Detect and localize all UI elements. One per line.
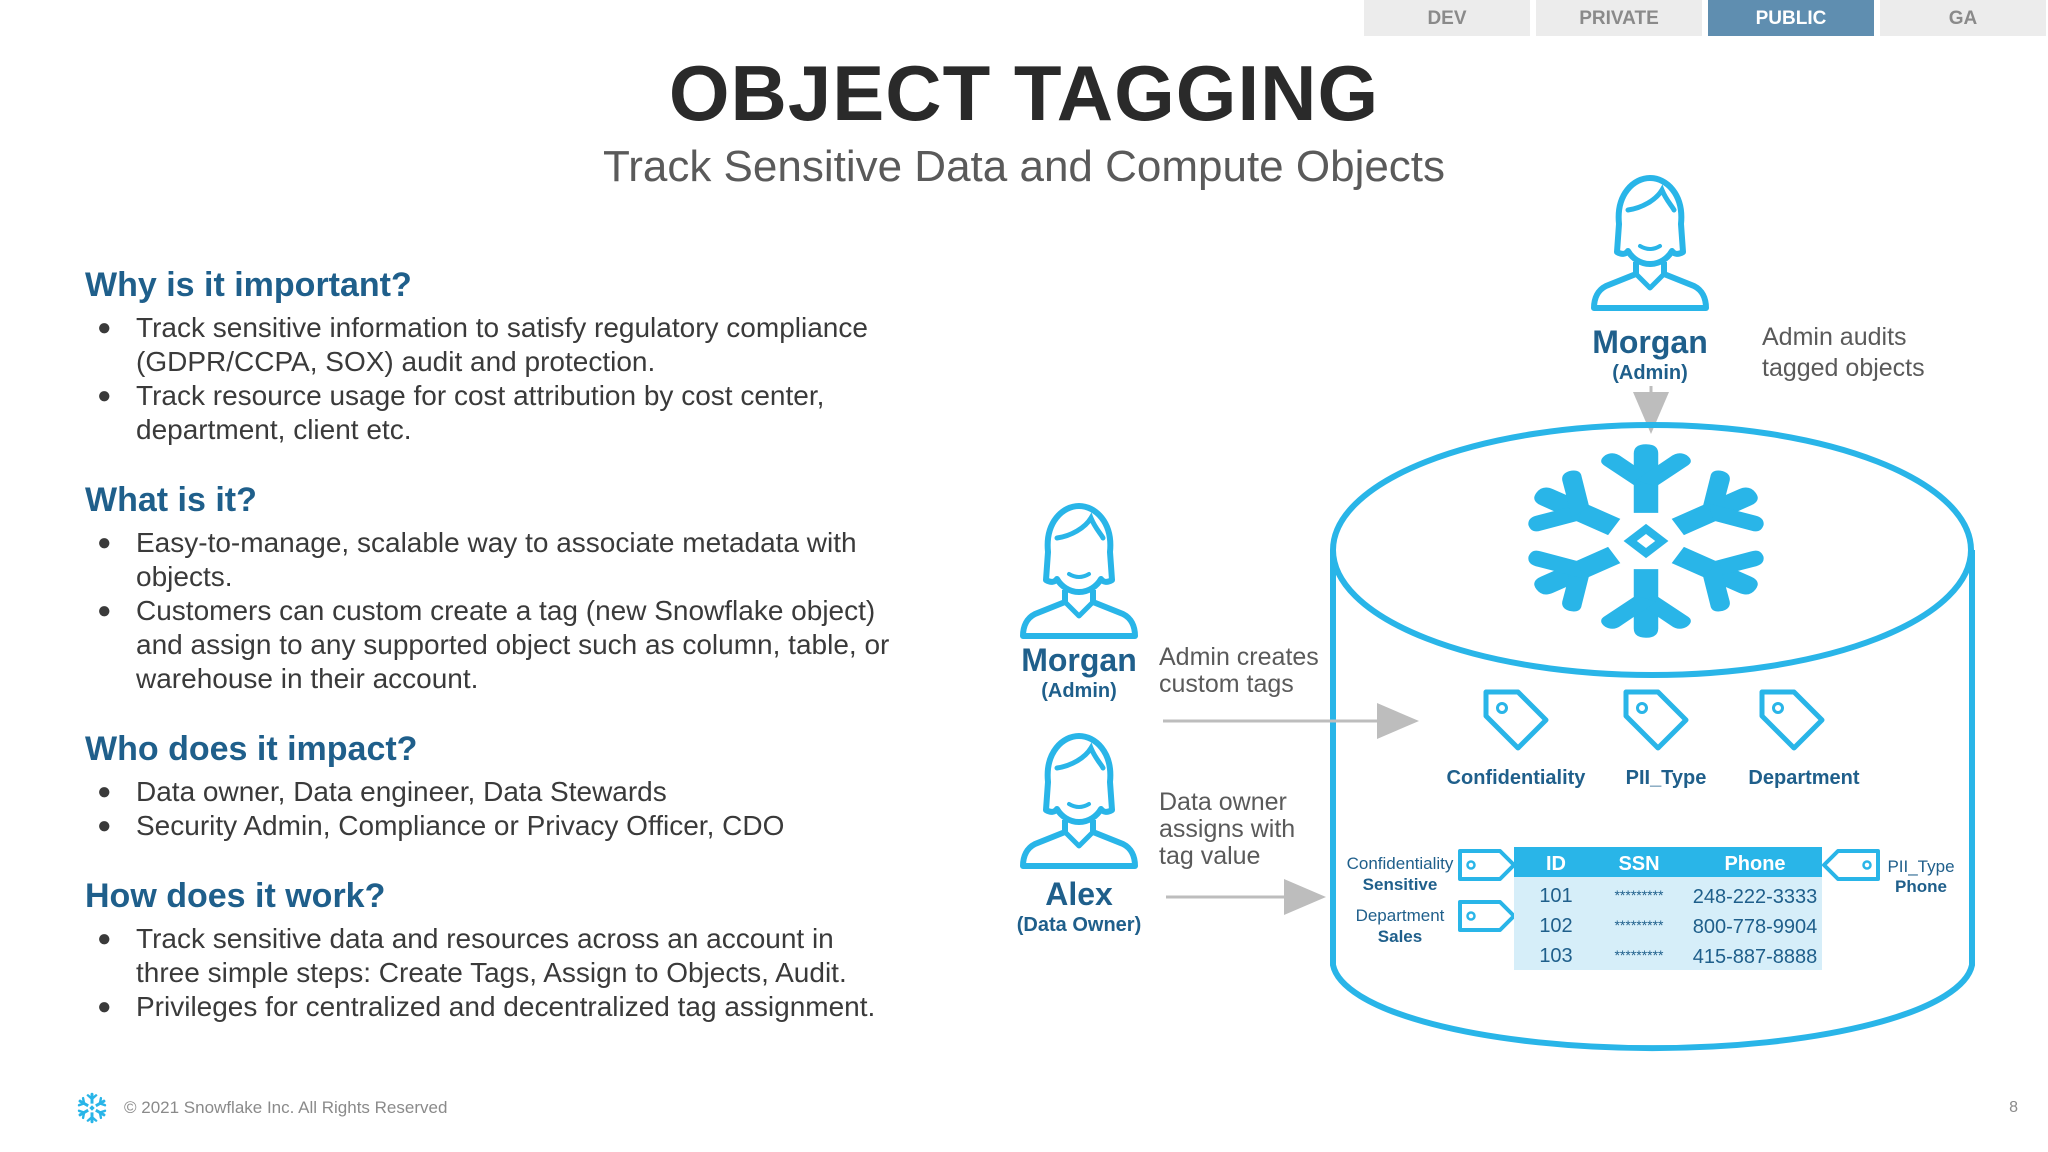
right-tag-key: PII_Type [1887,857,1954,876]
snowflake-logo-icon [1514,444,1778,638]
table-header-bg [1514,847,1822,877]
table-cell: 103 [1539,945,1572,967]
alex-role: (Data Owner) [1017,914,1141,936]
section-who: Who does it impact? Data owner, Data eng… [85,730,935,843]
alex-person-icon [1023,736,1135,866]
morgan-top-note-line: tagged objects [1762,354,1925,382]
table-cell: 800-778-9904 [1693,916,1818,938]
alex-note-line: tag value [1159,842,1260,870]
table-cell: ********* [1614,947,1664,963]
morgan-left-name: Morgan [1021,642,1137,678]
morgan-left-note-line: Admin creates [1159,643,1319,671]
tag-label-department: Department [1748,767,1859,789]
table-cell: 102 [1539,915,1572,937]
table-body-bg [1514,877,1822,970]
table-cell: 101 [1539,885,1572,907]
alex-note-line: assigns with [1159,815,1295,843]
table-header-cell: SSN [1618,853,1659,875]
stage-tab-private: PRIVATE [1536,0,1702,36]
slide-subtitle: Track Sensitive Data and Compute Objects [602,142,1446,191]
bullet-item: Security Admin, Compliance or Privacy Of… [85,809,935,843]
bullet-item: Track sensitive information to satisfy r… [85,311,935,379]
left-tag-2-key: Department [1356,906,1445,925]
section-heading: How does it work? [85,877,386,915]
alex-name: Alex [1045,876,1113,912]
slide-title: OBJECT TAGGING [668,49,1380,137]
section-why: Why is it important? Track sensitive inf… [85,266,935,447]
section-heading: What is it? [85,481,257,519]
data-table: ID SSN Phone 101 ********* 248-222-3333 … [1514,847,1822,970]
left-tag-1-icon [1458,849,1516,881]
left-tag-2-icon [1458,900,1516,932]
footer-copyright: © 2021 Snowflake Inc. All Rights Reserve… [124,1098,448,1117]
table-cell: 415-887-8888 [1693,946,1818,968]
left-tag-1-value: Sensitive [1363,875,1438,894]
bullet-item: Track sensitive data and resources acros… [85,922,935,990]
stage-tab-dev: DEV [1364,0,1530,36]
bullet-item: Easy-to-manage, scalable way to associat… [85,526,935,594]
table-cell: 248-222-3333 [1693,886,1818,908]
morgan-top-person-icon [1594,178,1706,308]
table-cell: ********* [1614,917,1664,933]
morgan-top-name: Morgan [1592,324,1708,360]
bullet-item: Customers can custom create a tag (new S… [85,594,935,696]
stage-tab-public: PUBLIC [1708,0,1874,36]
database-cylinder [1330,422,1975,1052]
page-number: 8 [2009,1099,2018,1116]
bullet-item: Track resource usage for cost attributio… [85,379,935,447]
morgan-left-role: (Admin) [1041,680,1117,702]
table-cell: ********* [1614,887,1664,903]
section-heading: Why is it important? [85,266,412,304]
table-header-cell: Phone [1724,853,1785,875]
section-heading: Who does it impact? [85,730,418,768]
department-tag-icon [1762,692,1822,748]
section-how: How does it work? Track sensitive data a… [85,877,935,1024]
stage-tabs: DEV PRIVATE PUBLIC GA [1364,0,2046,36]
section-what: What is it? Easy-to-manage, scalable way… [85,481,935,696]
bullet-item: Data owner, Data engineer, Data Stewards [85,775,935,809]
morgan-top-note-line: Admin audits [1762,323,1907,351]
alex-note-line: Data owner [1159,788,1287,816]
tag-label-confidentiality: Confidentiality [1447,767,1587,789]
right-tag-icon [1822,849,1880,881]
tag-label-pii-type: PII_Type [1626,767,1707,789]
morgan-top-role: (Admin) [1612,362,1688,384]
left-text-column: Why is it important? Track sensitive inf… [85,266,935,1058]
right-tag-value: Phone [1895,877,1947,896]
snowflake-footer-icon [76,1092,108,1124]
left-tag-1-key: Confidentiality [1347,854,1454,873]
stage-tab-ga: GA [1880,0,2046,36]
morgan-left-person-icon [1023,506,1135,636]
morgan-left-note-line: custom tags [1159,670,1294,698]
bullet-item: Privileges for centralized and decentral… [85,990,935,1024]
confidentiality-tag-icon [1486,692,1546,748]
left-tag-2-value: Sales [1378,927,1422,946]
pii-type-tag-icon [1626,692,1686,748]
table-header-cell: ID [1546,853,1566,875]
